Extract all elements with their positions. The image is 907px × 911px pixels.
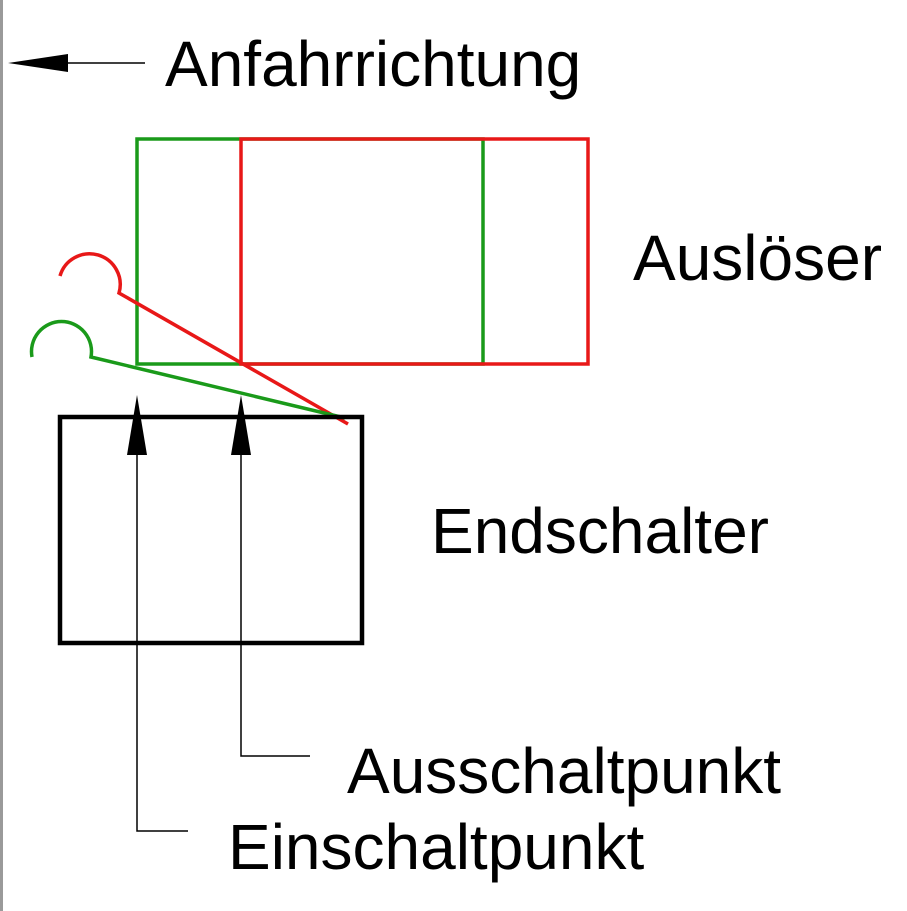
lever-on-position xyxy=(29,319,346,420)
limit-switch-label: Endschalter xyxy=(431,495,769,567)
trigger-off-zone xyxy=(239,137,590,366)
switch-off-arrowhead xyxy=(231,395,251,455)
switch-on-arrowhead xyxy=(127,395,147,455)
switch-off-point-label: Ausschaltpunkt xyxy=(347,735,781,807)
limit-switch-body xyxy=(57,414,365,646)
trigger-label: Auslöser xyxy=(633,222,882,294)
direction-label: Anfahrrichtung xyxy=(165,28,581,100)
lever-off-position xyxy=(58,252,349,426)
trigger-on-zone xyxy=(135,137,485,366)
trigger-block xyxy=(135,137,590,366)
switch-on-point-label: Einschaltpunkt xyxy=(228,811,644,883)
switch-on-point-leader xyxy=(127,395,188,832)
switch-off-point-leader xyxy=(231,395,310,757)
direction-arrow xyxy=(8,54,145,72)
